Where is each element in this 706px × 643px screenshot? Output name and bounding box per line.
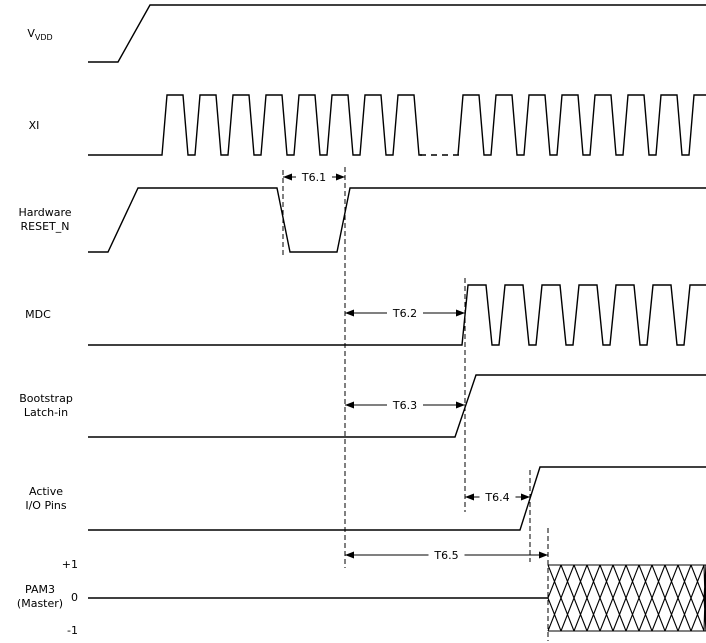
signal-labels: VVDD XI Hardware RESET_N MDC Bootstrap L…	[17, 27, 78, 637]
pam3-data-lattice	[547, 564, 706, 632]
signal-label-io-line2: I/O Pins	[25, 499, 67, 512]
annotation-label-t6-4: T6.4	[484, 491, 509, 504]
annotation-t6-2: T6.2	[345, 306, 465, 320]
annotation-label-bg	[296, 170, 332, 184]
arrowhead-left-icon	[345, 401, 354, 409]
annotation-label-t6-1: T6.1	[301, 171, 326, 184]
arrowhead-left-icon	[465, 493, 474, 501]
annotation-label-bg	[479, 490, 516, 504]
signal-label-pam3-line2: (Master)	[17, 597, 63, 610]
arrowhead-right-icon	[336, 173, 345, 181]
signal-label-bootstrap-line1: Bootstrap	[19, 392, 73, 405]
arrowhead-right-icon	[521, 493, 530, 501]
timing-annotations: T6.1T6.2T6.3T6.4T6.5	[283, 170, 548, 562]
pam3-busy-pattern	[547, 564, 706, 632]
annotation-label-t6-3: T6.3	[392, 399, 417, 412]
signal-label-xi: XI	[29, 119, 40, 132]
pam3-level-zero: 0	[71, 591, 78, 604]
mdc-wave	[88, 284, 706, 346]
annotation-label-bg	[387, 306, 423, 320]
annotation-label-bg	[428, 548, 465, 562]
arrowhead-right-icon	[456, 401, 465, 409]
dashed-guides	[282, 167, 549, 641]
signal-label-io-line1: Active	[29, 485, 63, 498]
xi-wave	[88, 94, 422, 156]
signal-label-vvdd: VVDD	[27, 27, 52, 42]
annotation-label-bg	[387, 398, 423, 412]
signal-label-reset-line2: RESET_N	[21, 220, 70, 233]
arrowhead-right-icon	[539, 551, 548, 559]
vvdd-wave	[88, 4, 706, 63]
waveforms	[88, 4, 706, 599]
xi-wave-after-break	[457, 94, 706, 156]
io-wave	[88, 466, 706, 531]
signal-label-reset-line1: Hardware	[18, 206, 71, 219]
signal-label-bootstrap-line2: Latch-in	[24, 406, 68, 419]
signal-label-pam3-line1: PAM3	[25, 583, 55, 596]
annotation-t6-1: T6.1	[283, 170, 345, 184]
signal-label-mdc: MDC	[25, 308, 51, 321]
annotation-t6-3: T6.3	[345, 398, 465, 412]
annotation-t6-5: T6.5	[345, 548, 548, 562]
annotation-label-t6-5: T6.5	[433, 549, 458, 562]
annotation-t6-4: T6.4	[465, 490, 530, 504]
arrowhead-left-icon	[345, 309, 354, 317]
pam3-level-minus1: -1	[67, 624, 78, 637]
pam3-level-plus1: +1	[62, 558, 78, 571]
arrowhead-left-icon	[345, 551, 354, 559]
reset-wave	[88, 187, 706, 253]
arrowhead-left-icon	[283, 173, 292, 181]
annotation-label-t6-2: T6.2	[392, 307, 417, 320]
arrowhead-right-icon	[456, 309, 465, 317]
